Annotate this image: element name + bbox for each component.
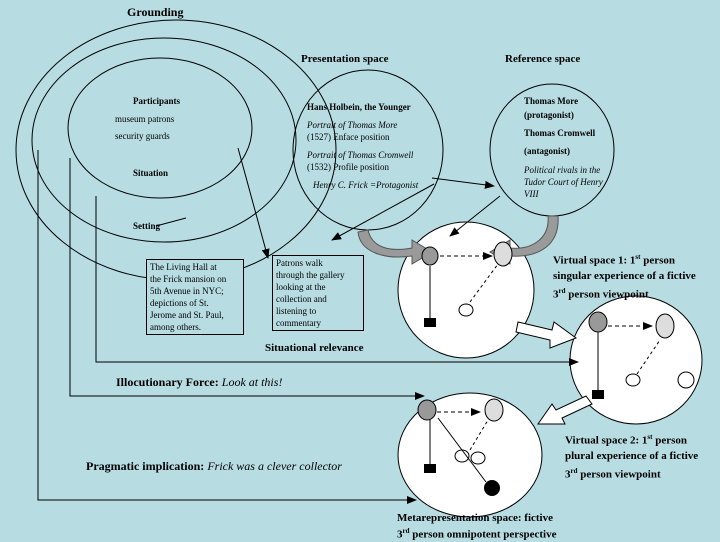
hollow-arrow-vs2-meta <box>537 395 593 425</box>
meta-figure <box>417 398 504 496</box>
patrons-walk-line: collection and <box>276 294 327 304</box>
arrow-participants-to-patrons <box>237 147 270 259</box>
vs2-line-2: plural experience of a fictive <box>565 449 699 462</box>
arrow-frick-to-reference <box>431 177 495 189</box>
patrons-walk-line: through the gallery <box>276 270 345 280</box>
pragmatic-implication-line <box>37 150 417 504</box>
situation-label: Situation <box>133 168 169 178</box>
living-hall-line: depictions of St. <box>150 298 209 308</box>
grounding-label: Grounding <box>127 5 184 19</box>
arrow-frick-to-setting <box>331 183 435 241</box>
portrait-cromwell-title: Portrait of Thomas Cromwell <box>307 150 414 160</box>
living-hall-line: Jerome and St. Paul, <box>150 310 224 320</box>
situational-relevance-line <box>95 196 579 366</box>
antagonist-label: (antagonist) <box>524 146 571 156</box>
patrons-walk-box: Patrons walk through the gallery looking… <box>272 255 364 331</box>
illocutionary-force-line <box>69 158 425 400</box>
living-hall-line: 5th Avenue in NYC; <box>150 286 224 296</box>
hollow-arrow-vs1-vs2 <box>515 321 578 349</box>
block-arrow-left <box>357 229 433 265</box>
patrons-walk-line: looking at the <box>276 282 326 292</box>
participants-label: Participants <box>133 96 180 106</box>
virtual-space-1-circle <box>397 221 535 359</box>
situation-circle <box>31 37 297 243</box>
vs1-line-2: singular experience of a fictive <box>553 269 696 282</box>
frick-protagonist-label: Henry C. Frick =Protagonist <box>313 180 419 190</box>
vs2-line-1: Virtual space 2: 1st person <box>565 433 687 447</box>
pragmatic-implication-label: Pragmatic implication: Frick was a cleve… <box>86 459 342 473</box>
portrait-cromwell-detail: (1532) Profile position <box>307 162 389 172</box>
reference-space-label: Reference space <box>505 53 581 65</box>
participants-circle <box>67 57 253 199</box>
thomas-cromwell-label: Thomas Cromwell <box>524 128 596 138</box>
patrons-walk-line: commentary <box>276 318 321 328</box>
living-hall-box: The Living Hall at the Frick mansion on … <box>146 259 244 335</box>
vs1-line-3: 3rd person viewpoint <box>553 286 649 301</box>
setting-label: Setting <box>133 221 160 231</box>
rivals-line-1: Political rivals in the <box>524 165 601 175</box>
presentation-space-label: Presentation space <box>301 53 389 65</box>
protagonist-label: (protagonist) <box>524 110 574 120</box>
vs2-line-3: 3rd person viewpoint <box>565 466 661 481</box>
situational-relevance-label: Situational relevance <box>265 342 364 354</box>
rivals-line-2: Tudor Court of Henry <box>524 177 603 187</box>
vs2-figure <box>588 311 695 399</box>
meta-line-2: 3rd person omnipotent perspective <box>397 527 557 541</box>
portrait-more-detail: (1527) Enface position <box>307 132 390 142</box>
vs1-line-1: Virtual space 1: 1st person <box>553 253 675 267</box>
living-hall-line: The Living Hall at <box>150 262 217 272</box>
holbein-label: Hans Holbein, the Younger <box>307 102 411 112</box>
arrow-reference-to-vs1 <box>449 195 501 237</box>
vs1-figure <box>421 241 513 327</box>
metarep-space-label: Metarepresentation space: fictive 3rd pe… <box>397 512 556 542</box>
patrons-walk-line: Patrons walk <box>276 258 323 268</box>
virtual-space-2-label: Virtual space 2: 1st person plural exper… <box>565 430 698 482</box>
thomas-more-label: Thomas More <box>524 96 579 106</box>
virtual-space-1-label: Virtual space 1: 1st person singular exp… <box>553 250 696 302</box>
metarep-space-circle <box>397 392 543 518</box>
rivals-line-3: VIII <box>524 189 539 199</box>
portrait-more-title: Portrait of Thomas More <box>307 120 398 130</box>
meta-line-1: Metarepresentation space: fictive <box>397 512 553 524</box>
setting-connector-line <box>155 217 187 227</box>
security-guards-label: security guards <box>115 131 170 141</box>
living-hall-line: among others. <box>150 322 201 332</box>
living-hall-line: the Frick mansion on <box>150 274 227 284</box>
illocutionary-force-label: Illocutionary Force: Look at this! <box>116 375 283 389</box>
museum-patrons-label: museum patrons <box>115 114 175 124</box>
patrons-walk-line: listening to <box>276 306 317 316</box>
